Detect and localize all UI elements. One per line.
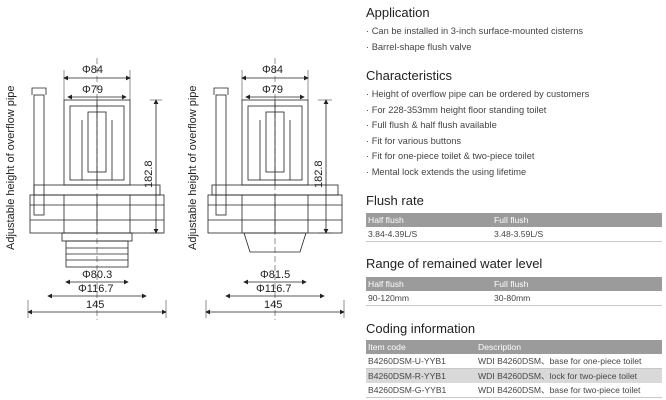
drawing-left: Adjustable height of overflow pipe	[5, 58, 167, 320]
table-cell: B4260DSM-G-YYB1	[366, 383, 476, 398]
technical-drawings: Adjustable height of overflow pipe	[5, 58, 345, 320]
table-header-row: Half flush Full flush	[366, 277, 662, 291]
table-cell: 90-120mm	[366, 291, 492, 306]
characteristics-item: Full flush & half flush available	[366, 118, 589, 134]
table-header-cell: Full flush	[492, 277, 662, 291]
table-row: B4260DSM-R-YYB1 WDI B4260DSM、lock for tw…	[366, 368, 662, 383]
application-list: Can be installed in 3-inch surface-mount…	[366, 24, 583, 55]
right-height-dim: 182.8	[313, 160, 325, 188]
table-header-cell: Full flush	[492, 213, 662, 227]
right-top-dim: Φ84	[262, 64, 283, 76]
coding-title: Coding information	[366, 321, 476, 336]
table-cell: 3.48-3.59L/S	[492, 227, 662, 242]
side-label-right: Adjustable height of overflow pipe	[187, 86, 199, 251]
side-label-left: Adjustable height of overflow pipe	[5, 86, 17, 251]
characteristics-list: Height of overflow pipe can be ordered b…	[366, 87, 590, 181]
table-cell: 3.84-4.39L/S	[366, 227, 492, 242]
table-row: B4260DSM-G-YYB1 WDI B4260DSM、base for tw…	[366, 383, 662, 398]
characteristics-item: Fit for various buttons	[366, 134, 589, 150]
coding-table: Item code Description B4260DSM-U-YYB1 WD…	[366, 340, 662, 398]
left-inner-bottom-dim: Φ80.3	[82, 269, 112, 281]
table-row: B4260DSM-U-YYB1 WDI B4260DSM、base for on…	[366, 354, 662, 369]
table-header-cell: Item code	[366, 340, 476, 354]
right-width-dim: 145	[264, 299, 282, 311]
remained-water-table: Half flush Full flush 90-120mm 30-80mm	[366, 277, 662, 306]
table-cell: B4260DSM-R-YYB1	[366, 368, 476, 383]
characteristics-item: Height of overflow pipe can be ordered b…	[366, 87, 590, 103]
table-header-row: Item code Description	[366, 340, 662, 354]
table-cell: WDI B4260DSM、lock for two-piece toilet	[476, 368, 662, 383]
table-header-cell: Half flush	[366, 277, 492, 291]
table-header-cell: Half flush	[366, 213, 492, 227]
application-item: Can be installed in 3-inch surface-mount…	[366, 24, 583, 40]
right-outer-bottom-dim: Φ116.7	[256, 283, 292, 295]
left-second-dim: Φ79	[82, 84, 103, 96]
remained-water-title: Range of remained water level	[366, 256, 543, 271]
characteristics-item: For 228-353mm height floor standing toil…	[366, 103, 589, 119]
left-outer-bottom-dim: Φ116.7	[78, 283, 114, 295]
right-inner-bottom-dim: Φ81.5	[260, 269, 290, 281]
characteristics-title: Characteristics	[366, 68, 452, 83]
flush-rate-table: Half flush Full flush 3.84-4.39L/S 3.48-…	[366, 213, 662, 242]
left-height-dim: 182.8	[143, 160, 155, 188]
application-title: Application	[366, 5, 430, 20]
table-cell: B4260DSM-U-YYB1	[366, 354, 476, 369]
table-cell: WDI B4260DSM、base for two-piece toilet	[476, 383, 662, 398]
table-row: 90-120mm 30-80mm	[366, 291, 662, 306]
left-top-dim: Φ84	[82, 64, 103, 76]
drawing-right: Adjustable height of overflow pipe	[187, 58, 345, 320]
flush-rate-title: Flush rate	[366, 193, 424, 208]
table-cell: WDI B4260DSM、base for one-piece toilet	[476, 354, 662, 369]
right-second-dim: Φ79	[262, 84, 283, 96]
application-item: Barrel-shape flush valve	[366, 40, 583, 56]
table-row: 3.84-4.39L/S 3.48-3.59L/S	[366, 227, 662, 242]
characteristics-item: Fit for one-piece toilet & two-piece toi…	[366, 149, 589, 165]
table-header-row: Half flush Full flush	[366, 213, 662, 227]
table-cell: 30-80mm	[492, 291, 662, 306]
left-width-dim: 145	[86, 299, 104, 311]
characteristics-item: Mental lock extends the using lifetime	[366, 165, 589, 181]
table-header-cell: Description	[476, 340, 662, 354]
